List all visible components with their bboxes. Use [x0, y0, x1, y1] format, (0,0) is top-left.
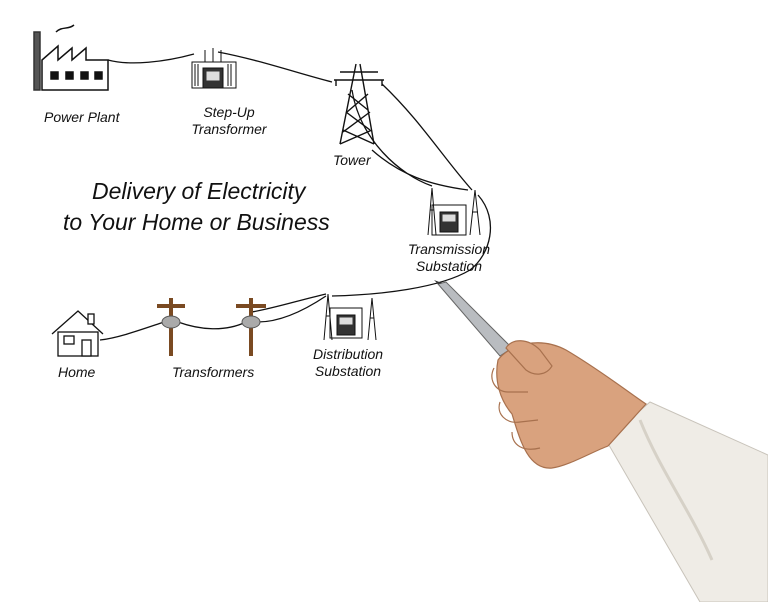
tower-brace	[346, 93, 369, 113]
diagram-title: Delivery of Electricity	[92, 176, 305, 207]
label-tower: Tower	[333, 152, 371, 168]
utility-pole-icon	[157, 298, 185, 356]
substation-icon	[427, 187, 481, 236]
house-roof	[51, 310, 104, 335]
wire-tower-to-substation-c	[371, 149, 469, 191]
label-transmission-line1: Transmission	[407, 241, 491, 257]
wire-tower-to-substation-a	[351, 89, 433, 187]
wire-transmission-to-distribution	[331, 194, 492, 297]
substation-mast	[469, 189, 481, 236]
label-step-up-transformer: Step-Up Transformer	[188, 104, 270, 138]
label-step-up-line1: Step-Up	[203, 104, 255, 120]
house-window	[63, 335, 75, 345]
wire-distribution-to-pole-a	[257, 295, 327, 323]
label-distribution-substation: Distribution Substation	[306, 346, 390, 380]
substation-core-window	[339, 317, 353, 325]
factory-body	[41, 44, 109, 91]
pole-transformer	[241, 315, 261, 329]
factory-icon	[33, 24, 109, 91]
substation-mast	[427, 187, 437, 236]
label-step-up-line2: Transformer	[191, 121, 267, 137]
label-distribution-line1: Distribution	[312, 346, 384, 362]
label-power-plant: Power Plant	[44, 109, 120, 125]
title-line-1: Delivery of Electricity	[92, 178, 306, 204]
pole-transformer	[161, 315, 181, 329]
factory-chimney	[33, 31, 41, 91]
tower-leg	[339, 63, 357, 145]
hand-thumb	[505, 340, 553, 375]
factory-window	[65, 71, 74, 80]
house-chimney	[87, 313, 95, 325]
substation-mast	[367, 297, 377, 341]
diagram-title-line2: to Your Home or Business	[63, 207, 330, 238]
tower-brace	[339, 129, 373, 145]
wire-plant-to-stepup	[107, 53, 195, 64]
factory-window	[80, 71, 89, 80]
factory-window	[94, 71, 103, 80]
sleeve-fold	[638, 419, 714, 561]
tower-brace	[342, 129, 375, 145]
sleeve	[605, 401, 768, 602]
label-transformers: Transformers	[172, 364, 255, 380]
hand-finger	[491, 367, 528, 393]
title-line-2: to Your Home or Business	[63, 209, 330, 235]
factory-smoke	[55, 24, 75, 33]
utility-pole-icon	[236, 298, 266, 356]
pole-crossarm	[236, 304, 266, 308]
house-door	[81, 339, 92, 357]
wire-pole-to-pole	[177, 321, 247, 330]
house-icon	[51, 310, 104, 357]
pen-tip	[434, 280, 442, 284]
power-lines	[99, 51, 492, 341]
hand-finger	[511, 431, 541, 450]
label-transmission-substation: Transmission Substation	[404, 241, 494, 275]
transformer-icon	[191, 48, 237, 89]
wire-tower-to-substation-b	[381, 83, 473, 191]
tower-brace	[342, 111, 371, 133]
substation-core-window	[442, 214, 456, 222]
substation-mast	[323, 293, 333, 341]
wire-distribution-to-pole-b	[251, 293, 327, 313]
label-distribution-line2: Substation	[314, 363, 382, 379]
hand-with-pen	[434, 280, 768, 602]
pole-crossarm	[157, 304, 185, 308]
substation-icon	[323, 293, 377, 341]
factory-window	[50, 71, 59, 80]
transmission-tower-icon	[334, 63, 384, 145]
label-transmission-line2: Substation	[415, 258, 483, 274]
hand-finger	[498, 401, 539, 423]
wire-stepup-to-tower	[217, 51, 333, 83]
label-home: Home	[58, 364, 96, 380]
wire-pole-to-home	[99, 321, 165, 341]
transformer-core-window	[206, 71, 220, 81]
pen-barrel	[437, 281, 513, 357]
